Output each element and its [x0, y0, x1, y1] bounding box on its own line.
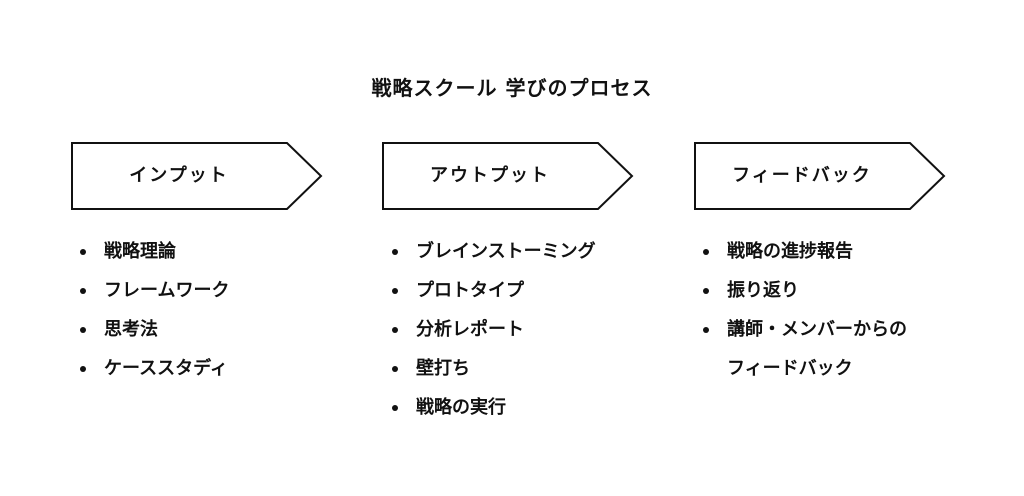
list-item-continuation: フィードバック	[697, 349, 997, 388]
stage-feedback-arrow: フィードバック	[694, 142, 946, 210]
arrow-shape	[694, 142, 946, 210]
list-item: 戦略の実行	[386, 388, 686, 427]
list-item: 分析レポート	[386, 310, 686, 349]
stage-input-arrow: インプット	[71, 142, 323, 210]
list-item-text: 戦略の実行	[416, 397, 506, 418]
stage-output-list: ブレインストーミング プロトタイプ 分析レポート 壁打ち 戦略の実行	[386, 232, 686, 427]
stage-output-label: アウトプット	[430, 165, 550, 186]
bullet-icon	[80, 249, 86, 255]
list-item: 戦略理論	[74, 232, 374, 271]
list-item: 思考法	[74, 310, 374, 349]
stage-input-label: インプット	[129, 165, 229, 186]
list-item-text: 壁打ち	[416, 358, 470, 379]
list-item-text: ケーススタディ	[104, 358, 228, 379]
list-item-text: フィードバック	[727, 358, 853, 379]
diagram-title: 戦略スクール 学びのプロセス	[371, 76, 653, 100]
stage-input-list: 戦略理論 フレームワーク 思考法 ケーススタディ	[74, 232, 374, 388]
arrow-shape	[382, 142, 634, 210]
bullet-icon	[80, 366, 86, 372]
list-item: ケーススタディ	[74, 349, 374, 388]
bullet-icon	[392, 288, 398, 294]
bullet-icon	[392, 405, 398, 411]
list-item-text: 分析レポート	[416, 319, 524, 340]
list-item: 壁打ち	[386, 349, 686, 388]
list-item-text: 戦略理論	[104, 241, 176, 262]
bullet-icon	[703, 249, 709, 255]
stage-output-arrow: アウトプット	[382, 142, 634, 210]
list-item: フレームワーク	[74, 271, 374, 310]
stage-feedback-label: フィードバック	[732, 165, 872, 186]
list-item-text: フレームワーク	[104, 280, 230, 301]
bullet-icon	[703, 288, 709, 294]
list-item: 戦略の進捗報告	[697, 232, 997, 271]
list-item-text: 振り返り	[727, 280, 799, 301]
list-item-text: プロトタイプ	[416, 280, 524, 301]
bullet-icon	[392, 366, 398, 372]
bullet-icon	[392, 249, 398, 255]
list-item: プロトタイプ	[386, 271, 686, 310]
bullet-icon	[80, 288, 86, 294]
stage-feedback-list: 戦略の進捗報告 振り返り 講師・メンバーからの フィードバック	[697, 232, 997, 388]
list-item: ブレインストーミング	[386, 232, 686, 271]
bullet-icon	[80, 327, 86, 333]
list-item-text: ブレインストーミング	[416, 241, 596, 262]
bullet-icon	[392, 327, 398, 333]
arrow-shape	[71, 142, 323, 210]
list-item-text: 思考法	[104, 319, 158, 340]
bullet-icon	[703, 327, 709, 333]
list-item: 講師・メンバーからの	[697, 310, 997, 349]
list-item: 振り返り	[697, 271, 997, 310]
list-item-text: 講師・メンバーからの	[727, 319, 907, 340]
list-item-text: 戦略の進捗報告	[727, 241, 853, 262]
